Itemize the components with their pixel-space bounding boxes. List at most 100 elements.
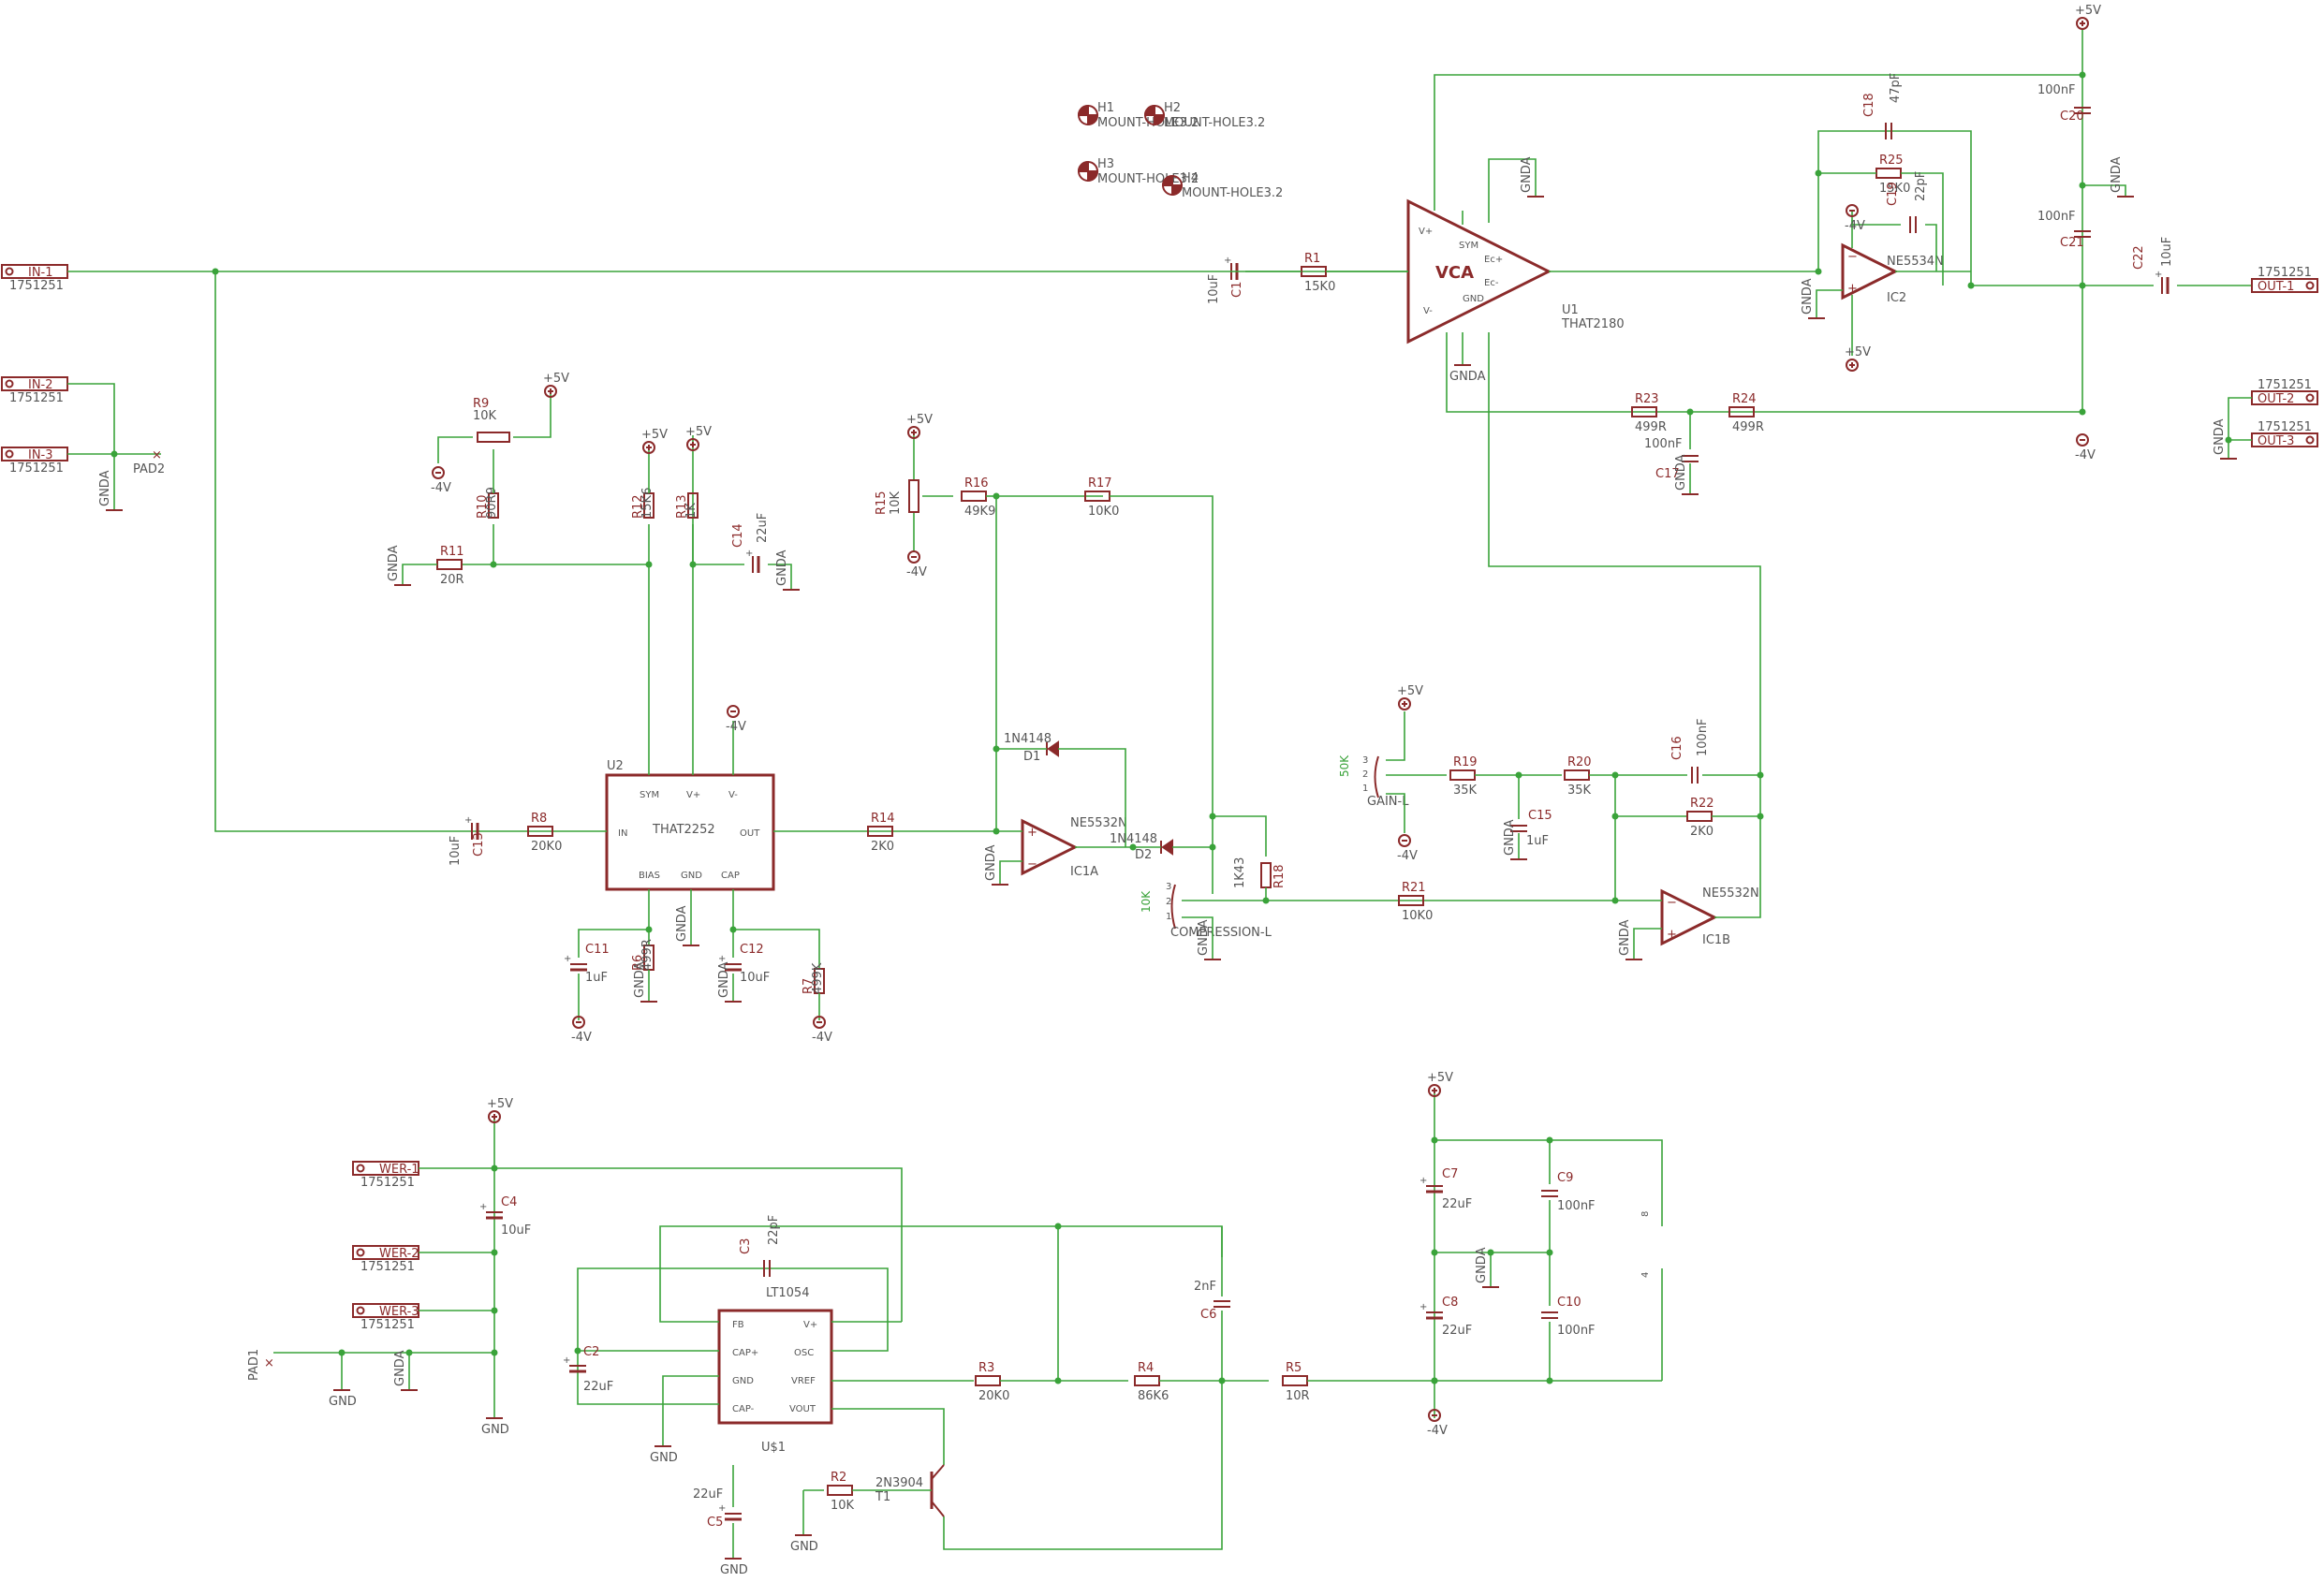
resistor-label: R22 [1690, 797, 1714, 811]
ground-label: GNDA [393, 1350, 407, 1386]
capacitor-label: C4 [501, 1195, 517, 1209]
pin-num: 3 [1166, 882, 1171, 892]
capacitor-value: 10uF [1207, 274, 1221, 304]
ic-value: NE5532N [1070, 816, 1127, 830]
resistor-value: 499R [1732, 420, 1764, 434]
pin-label: GND [1463, 294, 1484, 304]
capacitor-label: C21 [2060, 236, 2084, 250]
junction-dot [1757, 771, 1764, 779]
resistor-value: 499K [811, 962, 825, 994]
pin-num: 3 [1362, 755, 1368, 766]
capacitor-label: C10 [1557, 1296, 1581, 1310]
wire [831, 1408, 945, 1465]
connector-name: OUT-2 [2258, 392, 2294, 406]
transistor-name: T1 [875, 1490, 890, 1504]
pin-label: Ec- [1484, 278, 1499, 288]
wire [999, 860, 1022, 885]
pin-label: V- [728, 790, 738, 800]
pin-label: BIAS [639, 871, 660, 881]
capacitor-value: 10uF [449, 836, 463, 866]
diode-name: D2 [1135, 848, 1152, 862]
ground-label: GND [790, 1540, 818, 1554]
resistor-value: 10R [1286, 1389, 1310, 1403]
resistor-value: 1K43 [1233, 857, 1247, 888]
resistor-value: 10K [473, 409, 497, 423]
ic-name: U$1 [761, 1441, 786, 1455]
ground-symbol: GNDA [1801, 278, 1825, 319]
capacitor-label: C9 [1557, 1171, 1573, 1185]
junction-dot [2079, 71, 2086, 79]
ground-symbol: GND [650, 1445, 678, 1465]
supply-neg-symbol: -4V [726, 705, 746, 734]
ground-symbol: GNDA [387, 545, 411, 586]
supply-label: +5V [1845, 345, 1871, 359]
ground-label: GNDA [1674, 454, 1688, 491]
ic-name: IC1A [1070, 865, 1098, 879]
pin-sign: − [1027, 857, 1037, 872]
opamp-ic1b: −+ [1660, 888, 1718, 946]
supply-label: -4V [1427, 1424, 1448, 1438]
resistor-label: R20 [1567, 755, 1592, 769]
resistor-label: R1 [1304, 252, 1320, 266]
supply-pos-symbol: +5V [906, 413, 933, 439]
ground-label: GNDA [775, 549, 789, 586]
polarity-mark: + [745, 549, 753, 559]
supply-label: +5V [906, 413, 933, 427]
pin-label: V+ [1419, 227, 1433, 237]
wire [1925, 224, 1937, 271]
polarity-mark: + [1419, 1302, 1427, 1312]
pin-label: OSC [794, 1348, 814, 1358]
capacitor-value: 10uF [501, 1223, 531, 1238]
capacitor-label: C12 [740, 943, 764, 957]
resistor-label: R23 [1635, 392, 1659, 406]
wire [1488, 332, 1761, 772]
connector-part: 1751251 [360, 1260, 415, 1274]
wire [577, 1350, 719, 1405]
pin-label: VREF [791, 1376, 816, 1386]
capacitor-value: 2nF [1194, 1280, 1216, 1294]
pin-label: FB [732, 1320, 744, 1330]
junction-dot [2079, 408, 2086, 416]
pot-name: GAIN-L [1367, 795, 1409, 809]
pin-label: V+ [686, 790, 700, 800]
pin-label: IN [618, 828, 627, 839]
capacitor-label: C7 [1442, 1167, 1458, 1181]
pin-num: 1 [1166, 912, 1171, 922]
capacitor-label: C13 [472, 832, 486, 857]
supply-label: +5V [1397, 684, 1423, 698]
pin-label: OUT [740, 828, 760, 839]
supply-neg-symbol: -4V [812, 1016, 832, 1045]
connector-name: OUT-1 [2258, 280, 2294, 294]
pot-value: 50K [1338, 754, 1351, 777]
capacitor-label: C2 [583, 1345, 599, 1359]
supply-label: -4V [812, 1031, 832, 1045]
supply-label: -4V [906, 565, 927, 579]
resistor-label: R18 [1272, 864, 1287, 888]
supply-label: -4V [431, 481, 451, 495]
supply-label: +5V [641, 428, 668, 442]
wire [513, 393, 552, 438]
wire [214, 271, 607, 832]
resistor-value: 20K0 [978, 1389, 1009, 1403]
wire [995, 495, 1103, 831]
wire [768, 564, 792, 590]
capacitor-label: C11 [585, 943, 610, 957]
capacitor-label: C20 [2060, 110, 2084, 124]
ground-symbol: GND [790, 1534, 818, 1554]
pin-num: 1 [1362, 784, 1368, 794]
